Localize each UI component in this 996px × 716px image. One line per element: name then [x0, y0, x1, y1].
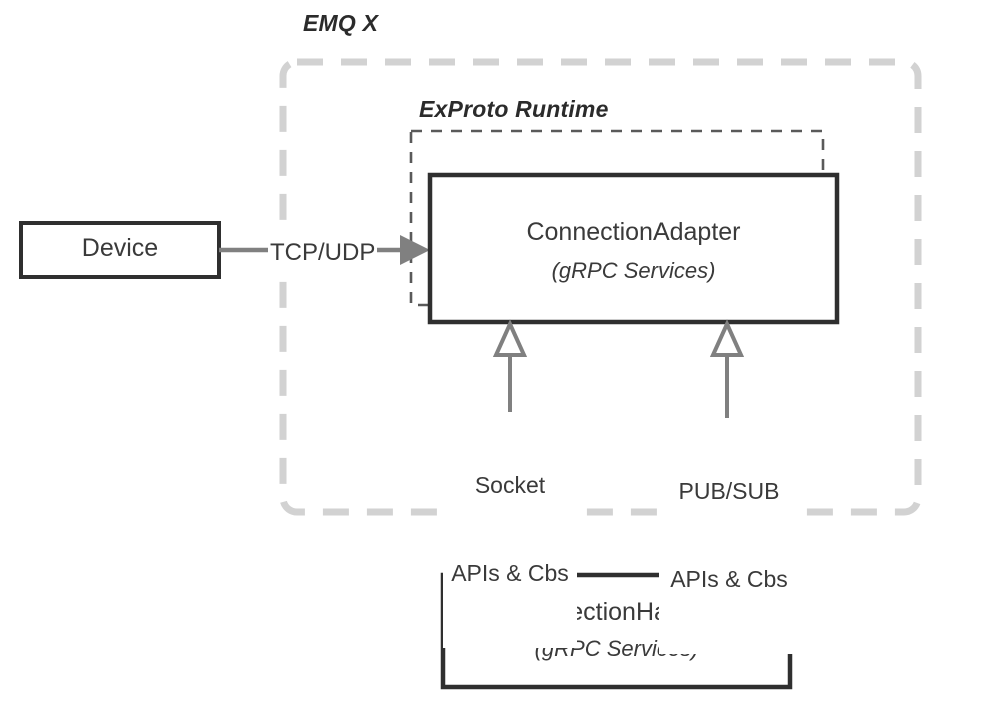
device-box-label: Device — [81, 234, 159, 262]
tcpudp-arrowhead-icon — [400, 235, 430, 265]
socket-edge-label-line1: Socket — [474, 471, 546, 498]
pubsub-edge-label: PUB/SUB APIs & Cbs — [659, 418, 799, 654]
socket-edge-label-line2: APIs & Cbs — [451, 560, 569, 587]
socket-edge-label: Socket APIs & Cbs — [443, 412, 577, 648]
pubsub-edge-label-line1: PUB/SUB — [678, 477, 780, 504]
pubsub-arrowhead-up-icon — [709, 319, 745, 357]
exproto-group-title: ExProto Runtime — [419, 96, 609, 122]
tcpudp-edge-label: TCP/UDP — [268, 236, 378, 271]
exproto-group-boundary — [409, 129, 825, 307]
connection-adapter-box — [427, 172, 840, 325]
connection-adapter-subtitle: (gRPC Services) — [551, 258, 716, 283]
emqx-group-boundary — [279, 58, 922, 516]
emqx-group-title: EMQ X — [303, 10, 379, 36]
pubsub-edge-label-line2: APIs & Cbs — [670, 566, 788, 593]
socket-arrowhead-up-icon — [492, 319, 528, 357]
connection-adapter-title: ConnectionAdapter — [526, 218, 741, 246]
